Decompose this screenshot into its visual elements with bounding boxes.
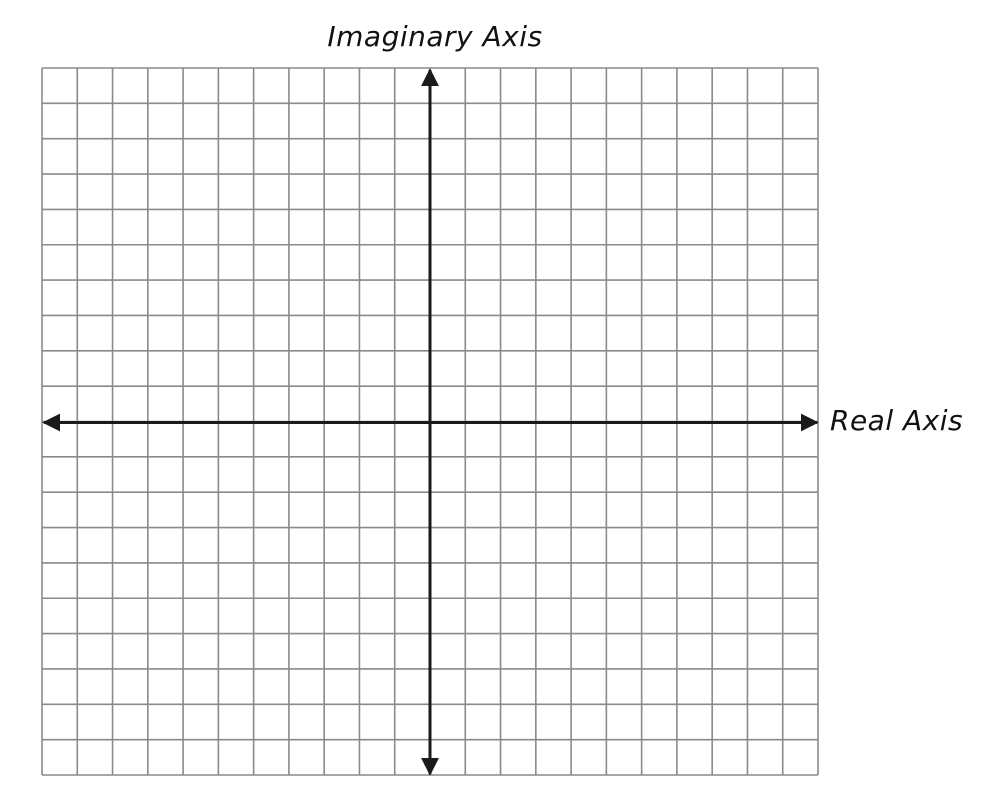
real-axis-label: Real Axis	[830, 404, 963, 437]
axes	[42, 68, 819, 776]
imaginary-axis-label: Imaginary Axis	[327, 20, 542, 53]
